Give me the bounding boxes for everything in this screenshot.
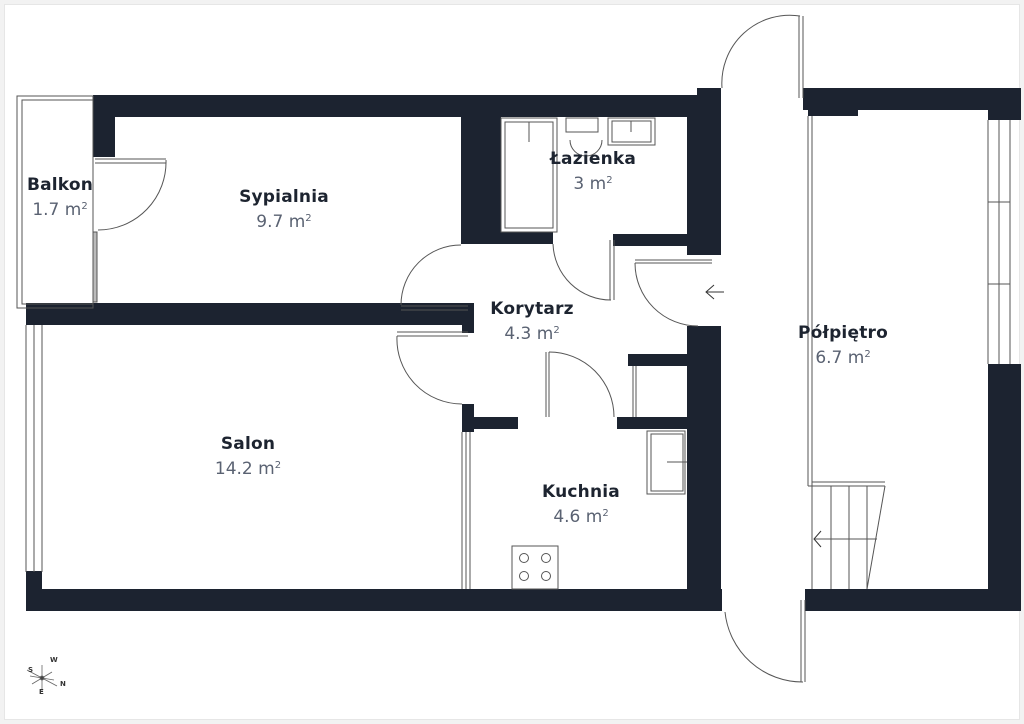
stairs-arrow-icon	[813, 530, 822, 548]
room-name: Balkon	[26, 175, 94, 195]
room-area: 9.7 m2	[256, 212, 312, 232]
compass-w: W	[50, 656, 58, 664]
room-area: 3 m2	[573, 174, 613, 194]
room-name: Korytarz	[490, 299, 574, 319]
compass-rose: W S N E	[26, 656, 70, 698]
room-area: 4.6 m2	[553, 507, 609, 527]
room-area: 1.7 m2	[32, 200, 88, 220]
room-korytarz: Korytarz 4.3 m2	[490, 298, 574, 345]
room-salon: Salon 14.2 m2	[215, 433, 281, 480]
compass-icon	[26, 665, 58, 691]
room-polpietro: Półpiętro 6.7 m2	[798, 322, 888, 369]
room-balkon: Balkon 1.7 m2	[27, 174, 93, 221]
fixtures-and-windows	[16, 14, 1011, 683]
room-name: Kuchnia	[542, 482, 620, 502]
room-name: Półpiętro	[798, 323, 888, 343]
entry-arrow-icon	[705, 284, 724, 300]
room-name: Sypialnia	[239, 187, 329, 207]
room-lazienka: Łazienka 3 m2	[550, 148, 636, 195]
room-area: 14.2 m2	[214, 459, 282, 479]
room-area: 6.7 m2	[815, 348, 871, 368]
compass-n: N	[60, 680, 66, 688]
room-kuchnia: Kuchnia 4.6 m2	[542, 481, 620, 528]
room-area: 4.3 m2	[504, 324, 560, 344]
room-name: Salon	[220, 434, 276, 454]
room-name: Łazienka	[549, 149, 637, 169]
room-sypialnia: Sypialnia 9.7 m2	[239, 186, 329, 233]
compass-e: E	[39, 688, 44, 696]
compass-s: S	[28, 666, 34, 674]
walls	[26, 88, 1021, 611]
